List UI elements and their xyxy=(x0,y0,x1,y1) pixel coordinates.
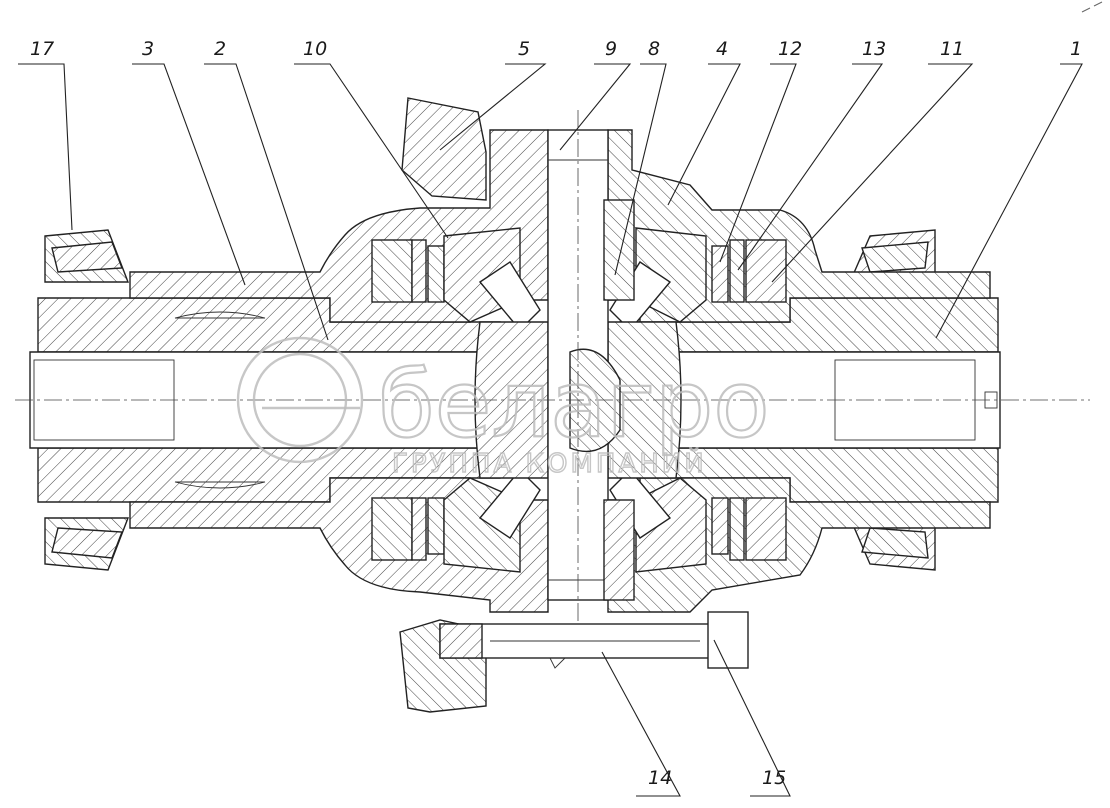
callout-4: 4 xyxy=(716,38,728,60)
right-bearing xyxy=(848,229,936,571)
callout-10: 10 xyxy=(303,38,327,60)
leader-5 xyxy=(439,63,547,151)
leader-13 xyxy=(737,63,884,271)
leader-10 xyxy=(294,63,449,239)
bolt-assembly xyxy=(439,611,749,669)
callout-2: 2 xyxy=(214,38,226,60)
callout-12: 12 xyxy=(778,38,802,60)
callout-13: 13 xyxy=(862,38,886,60)
callout-5: 5 xyxy=(518,38,530,60)
callout-8: 8 xyxy=(648,38,660,60)
leader-14 xyxy=(601,651,681,797)
side-gears-right xyxy=(711,239,787,561)
callout-labels: 17 3 2 10 5 9 8 4 12 13 11 1 14 15 xyxy=(30,38,1082,789)
bevel-gears xyxy=(443,227,707,573)
leader-1 xyxy=(935,63,1083,339)
leader-4 xyxy=(667,63,741,206)
callout-17: 17 xyxy=(30,38,54,60)
callout-leaders xyxy=(18,63,1083,797)
leader-9 xyxy=(559,63,632,151)
callout-14: 14 xyxy=(648,767,672,789)
corner-mark xyxy=(1081,1,1103,13)
side-gears-left xyxy=(371,239,445,561)
callout-3: 3 xyxy=(142,38,154,60)
watermark-logo: белагро ГРУППА КОМПАНИЙ xyxy=(236,336,771,480)
left-bearing xyxy=(44,229,130,571)
leader-12 xyxy=(719,63,797,263)
callout-15: 15 xyxy=(762,767,786,789)
leader-17 xyxy=(18,63,73,231)
leader-2 xyxy=(204,63,329,341)
leader-11 xyxy=(771,63,974,283)
watermark-subtitle: ГРУППА КОМПАНИЙ xyxy=(392,447,707,479)
callout-9: 9 xyxy=(605,38,617,60)
leader-3 xyxy=(132,63,246,286)
watermark-brand: белагро xyxy=(378,351,770,458)
callout-1: 1 xyxy=(1070,38,1082,60)
callout-11: 11 xyxy=(940,38,964,60)
leader-8 xyxy=(614,63,667,276)
leader-15 xyxy=(713,639,791,797)
